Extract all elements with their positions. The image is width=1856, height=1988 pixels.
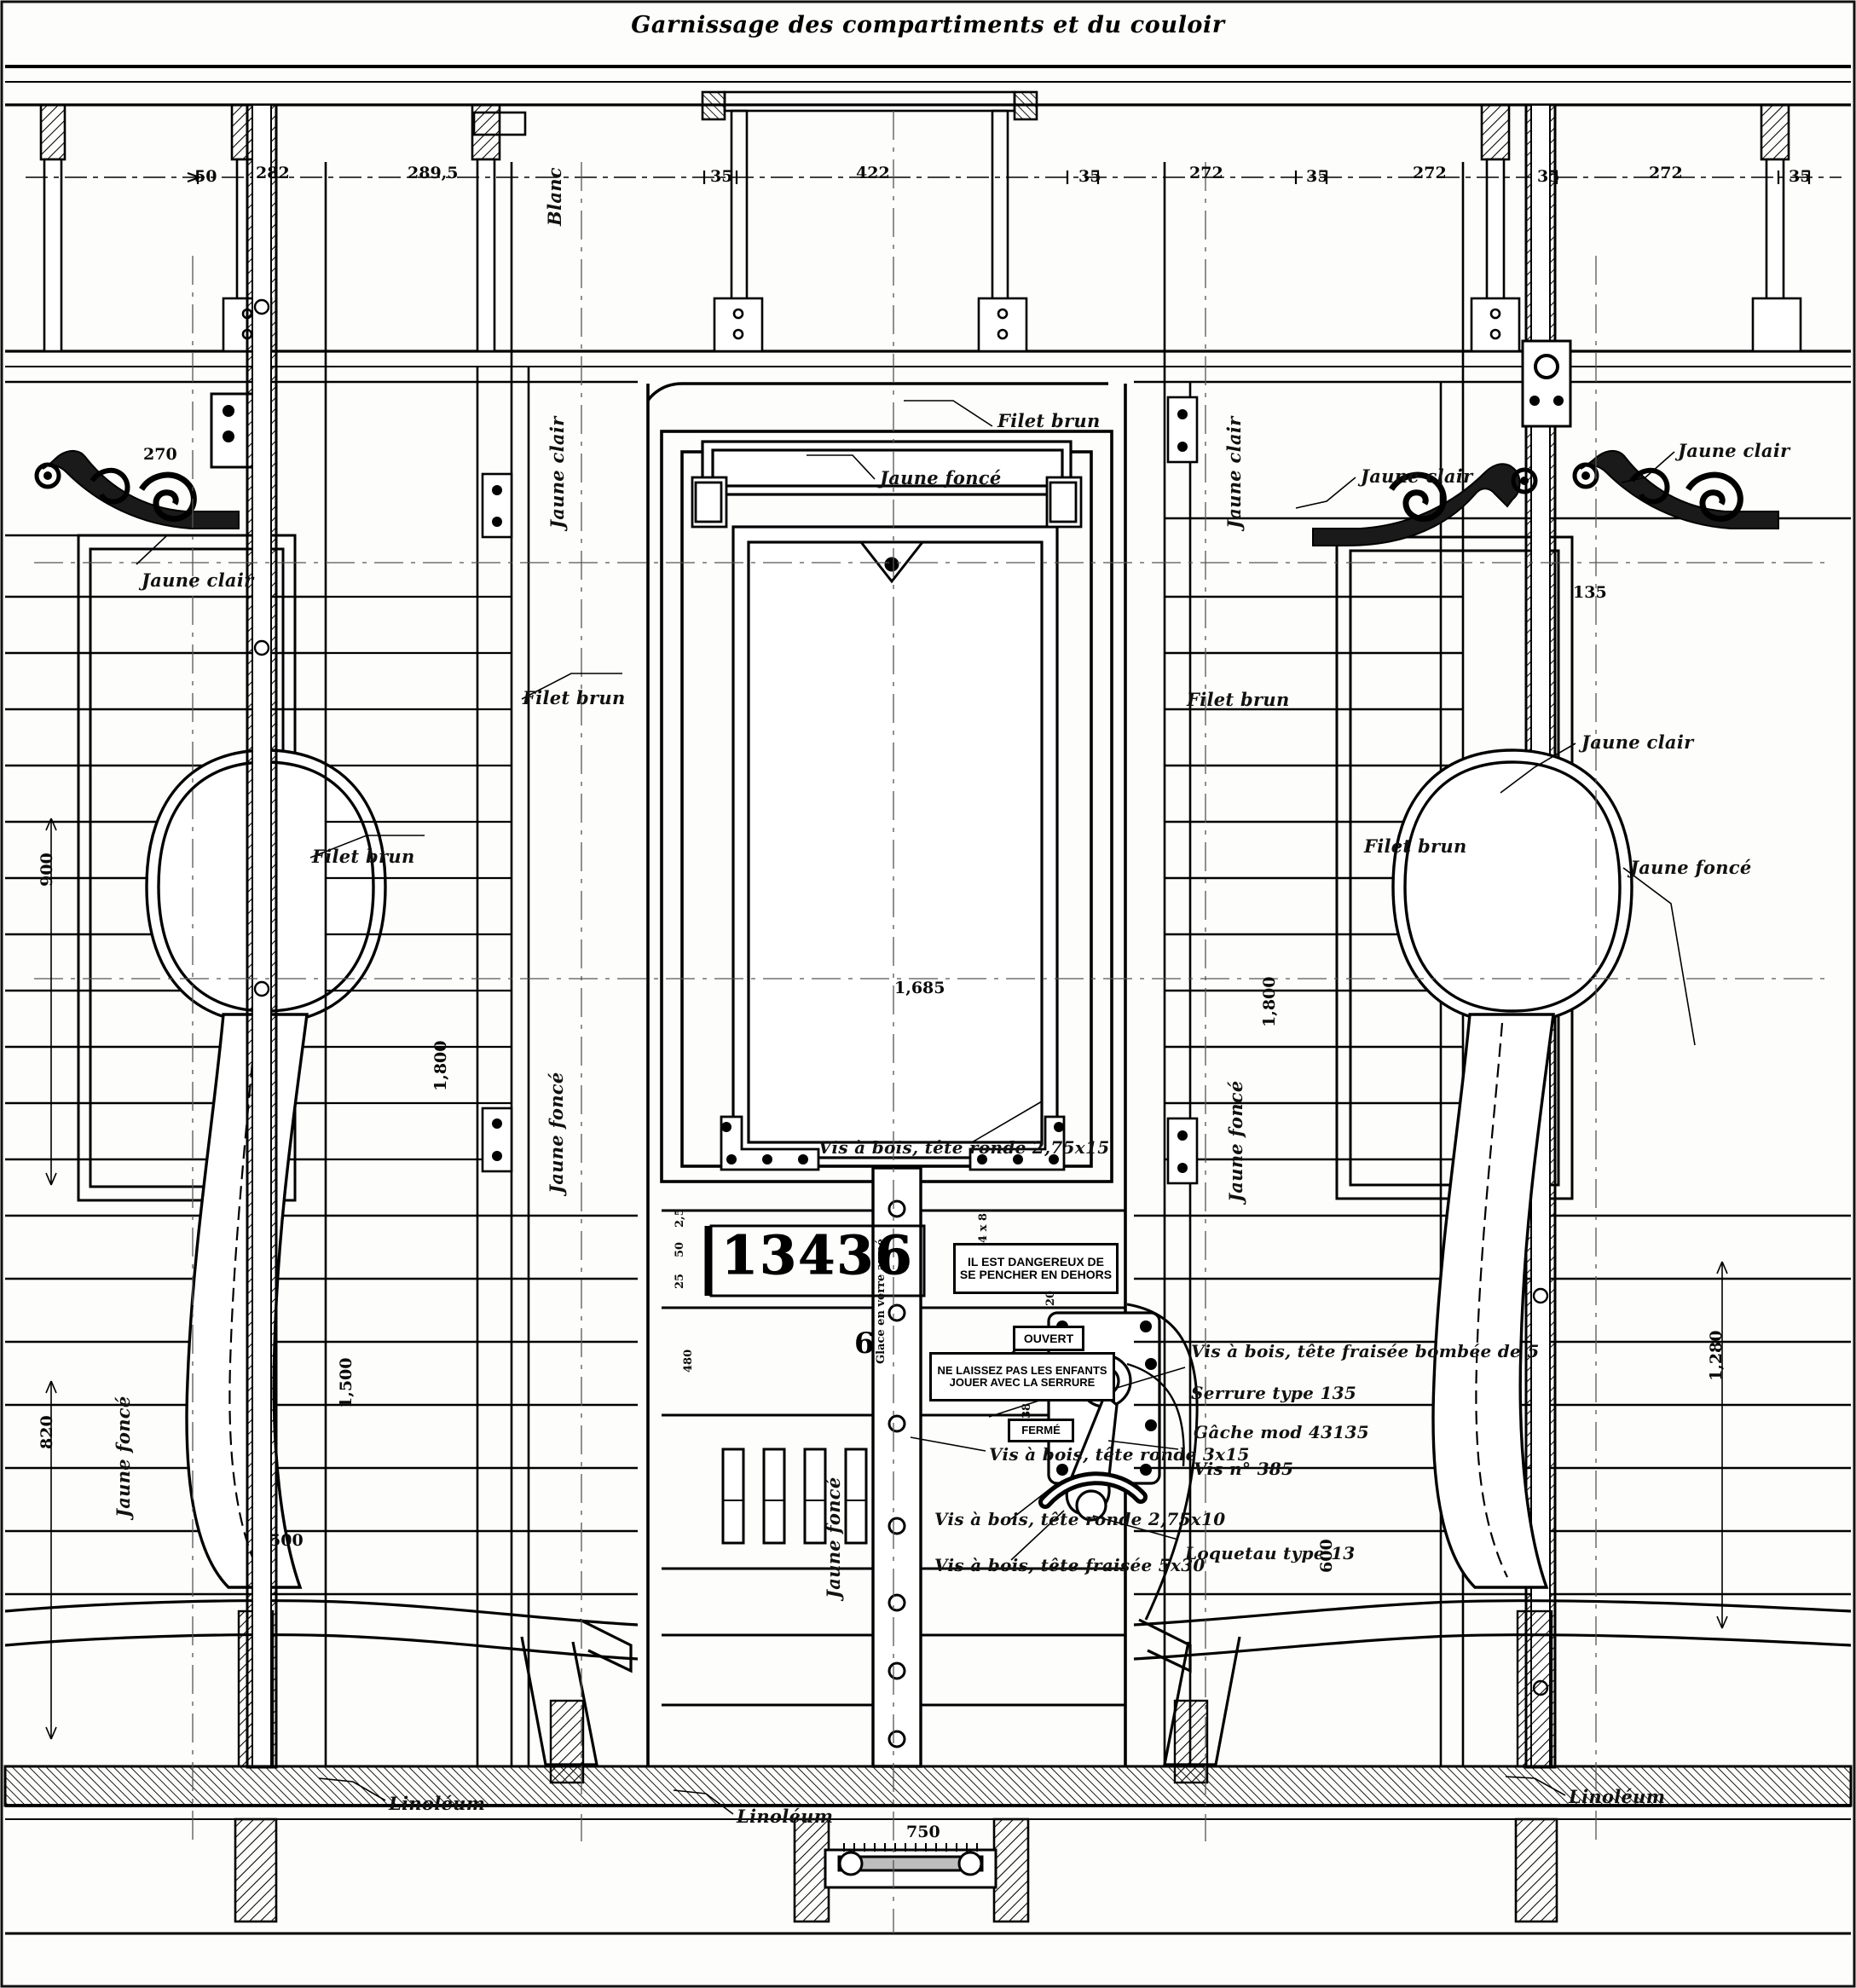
dimension-label: 35 (710, 167, 733, 186)
hardware-label: Vis à bois, tête fraisée 5x30 (934, 1555, 1206, 1575)
hardware-label: Vis à bois, tête ronde 3x15 (989, 1444, 1250, 1465)
finish-label: Filet brun (997, 410, 1101, 431)
dimension-label: 272 (1413, 164, 1447, 182)
finish-label: Filet brun (523, 687, 626, 708)
detail-dimension-label: 480 (682, 1349, 695, 1373)
finish-label: Jaune foncé (1225, 1080, 1246, 1202)
detail-dimension-label: 2,5 (674, 1208, 686, 1228)
dimension-label-vertical: 820 (38, 1415, 56, 1449)
dimension-label: 750 (906, 1823, 940, 1841)
car-number-plate: 13436 (721, 1224, 914, 1287)
dimension-label: 1,685 (894, 979, 945, 997)
notice-line: OUVERT (1023, 1331, 1074, 1345)
dimension-label: 50 (194, 167, 217, 186)
dimension-label-vertical: 1,500 (337, 1357, 356, 1409)
dimension-label: 35 (1078, 167, 1101, 186)
finish-label: Jaune clair (1361, 465, 1473, 487)
detail-dimension-label: 50 (674, 1241, 686, 1257)
dimension-label-vertical: 900 (38, 852, 56, 887)
finish-label: Linoléum (389, 1793, 486, 1814)
dimension-label: 272 (1649, 164, 1683, 182)
notice-line: IL EST DANGEREUX DE (968, 1255, 1104, 1269)
closed-indicator: FERMÉ (1008, 1419, 1074, 1442)
notice-line: SE PENCHER EN DEHORS (959, 1268, 1113, 1281)
dimension-label: 500 (269, 1531, 304, 1550)
finish-label: Jaune foncé (546, 1072, 567, 1193)
finish-label: Linoléum (1569, 1786, 1666, 1807)
detail-dimension-label: 20 (1044, 1290, 1057, 1306)
finish-label: Jaune foncé (113, 1396, 134, 1517)
finish-label: Blanc (544, 167, 565, 226)
dimension-label: 35 (1789, 167, 1812, 186)
dimension-label: 289,5 (408, 164, 459, 182)
detail-dimension-label: 4 x 8 (977, 1213, 990, 1243)
open-indicator: OUVERT (1013, 1326, 1084, 1351)
finish-label: Jaune clair (1223, 416, 1245, 529)
hardware-label: Vis à bois, tête fraisée bombée de 5 (1191, 1341, 1540, 1361)
hardware-label: Loquetau type 13 (1185, 1543, 1356, 1563)
dimension-label: 272 (1189, 164, 1223, 182)
notice-line: FERMÉ (1021, 1424, 1061, 1437)
hardware-label: Serrure type 135 (1191, 1383, 1357, 1403)
dimension-label: 135 (1573, 583, 1607, 602)
dimension-label: 35 (1537, 167, 1560, 186)
finish-label: Jaune clair (1678, 440, 1790, 461)
finish-label: Jaune clair (546, 416, 568, 529)
hardware-label: Vis à bois, tête ronde 2,75x10 (934, 1509, 1226, 1529)
dimension-label-vertical: 1,800 (1260, 976, 1279, 1028)
dimension-label-vertical: 1,800 (431, 1040, 450, 1092)
notice-line: JOUER AVEC LA SERRURE (949, 1376, 1096, 1389)
finish-label: Jaune clair (142, 569, 254, 591)
dimension-label-vertical: 1,280 (1707, 1330, 1726, 1382)
compartment-number: 6 (854, 1326, 875, 1361)
hardware-label: Gâche mod 43135 (1194, 1422, 1369, 1442)
drawing-title: Garnissage des compartiments et du coulo… (631, 12, 1225, 38)
finish-label: Jaune foncé (823, 1477, 844, 1598)
dimension-label: 35 (1306, 167, 1329, 186)
dimension-label: 282 (256, 164, 290, 182)
dimension-label: 270 (143, 445, 177, 464)
hardware-label: Vis à bois, tête ronde 2,75x15 (818, 1137, 1110, 1158)
finish-label: Linoléum (737, 1806, 834, 1827)
detail-dimension-label: 25 (674, 1273, 686, 1289)
hardware-label: Vis n° 385 (1194, 1459, 1294, 1479)
finish-label: Filet brun (312, 846, 415, 867)
detail-dimension-label: 38 (1021, 1402, 1033, 1419)
finish-label: Jaune foncé (1630, 857, 1752, 878)
finish-label: Filet brun (1187, 689, 1290, 710)
finish-label: Jaune clair (1581, 731, 1694, 753)
dimension-label: 422 (856, 164, 890, 182)
notice-line: NE LAISSEZ PAS LES ENFANTS (937, 1364, 1107, 1378)
finish-label: Filet brun (1364, 835, 1467, 857)
finish-label: Jaune foncé (880, 467, 1002, 488)
